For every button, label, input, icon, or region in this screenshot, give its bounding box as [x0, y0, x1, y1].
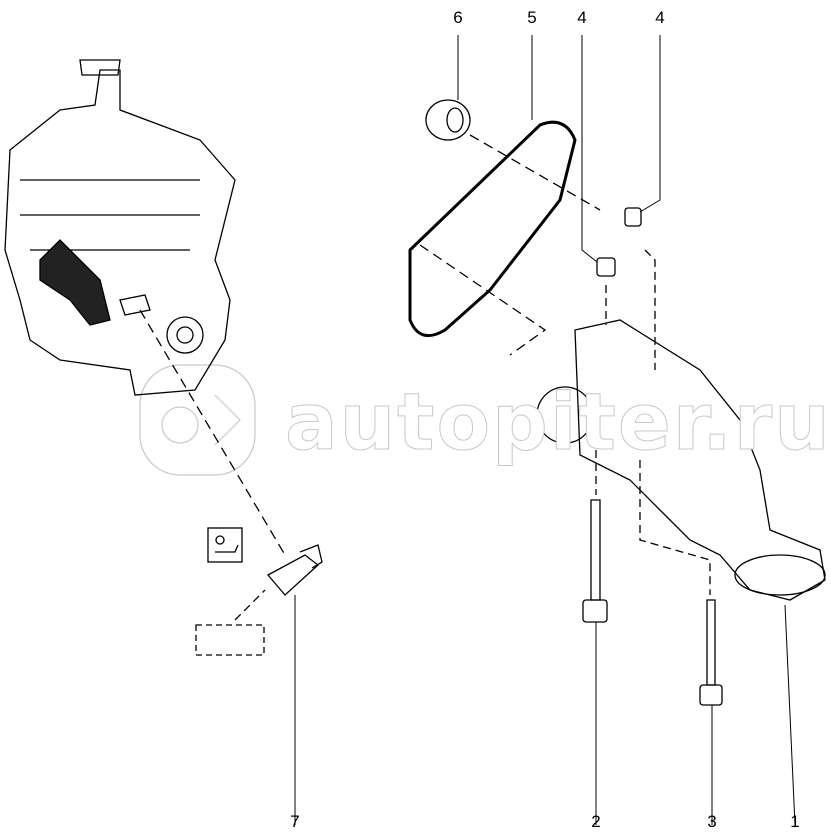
callout-1: 1 [790, 812, 800, 831]
callout-5: 5 [527, 8, 537, 27]
leader-line [139, 309, 286, 556]
callout-7: 7 [290, 812, 300, 831]
callout-6: 6 [453, 8, 463, 27]
callout-2: 2 [591, 812, 601, 831]
watermark-logo [139, 364, 256, 476]
oil-pump [536, 319, 826, 826]
dowels [581, 35, 661, 370]
callout-4a: 4 [577, 8, 587, 27]
sprocket [425, 35, 601, 211]
engine-block [4, 59, 236, 396]
timing-chain [408, 35, 577, 338]
watermark-text: autopiter.ru [285, 378, 831, 469]
bolts [582, 450, 723, 825]
oil-pressure-switch [195, 527, 323, 825]
callout-3: 3 [707, 812, 717, 831]
callout-4b: 4 [655, 8, 665, 27]
leader-line [419, 244, 547, 356]
